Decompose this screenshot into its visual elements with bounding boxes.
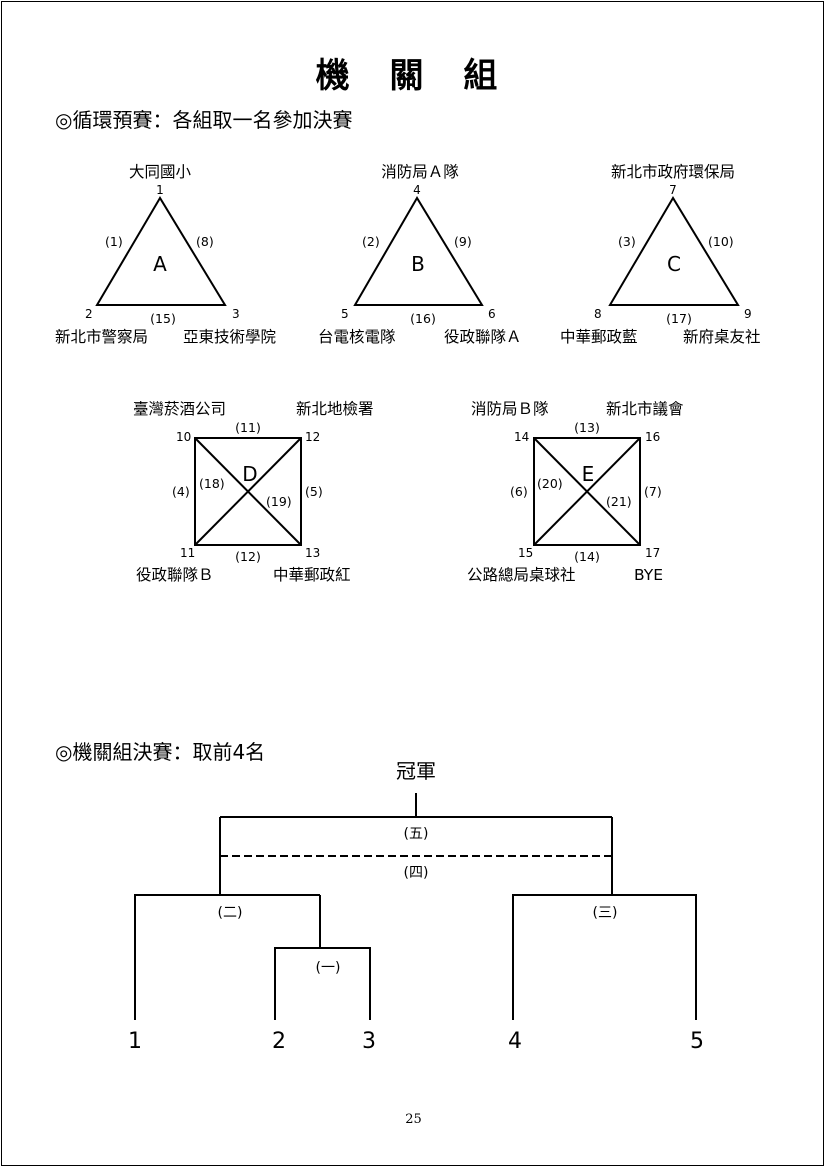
group-d-num-13: 13 (305, 546, 320, 560)
group-a-team-1: 大同國小 (129, 163, 192, 181)
group-b-num-4: 4 (413, 183, 421, 197)
group-c-label: C (667, 252, 681, 276)
group-d-label: D (242, 462, 257, 486)
group-e-match-20: (20) (537, 476, 563, 491)
group-c-match-10: (10) (708, 234, 734, 249)
group-a-team-2: 新北市警察局 (55, 328, 148, 346)
group-b-team-5: 台電核電隊 (318, 328, 396, 346)
group-e-team-17: BYE (634, 566, 663, 584)
group-e-team-16: 新北市議會 (606, 400, 684, 418)
round-5-label: (五) (404, 826, 429, 842)
group-d-match-12: (12) (235, 549, 261, 564)
group-e-match-6: (6) (510, 484, 528, 499)
group-e-diagonal-2 (533, 437, 641, 546)
round-3-label: (三) (593, 905, 618, 921)
group-c-match-17: (17) (666, 311, 692, 326)
group-e-square (533, 437, 641, 546)
group-b-label: B (411, 252, 425, 276)
group-b-team-4: 消防局Ａ隊 (381, 163, 459, 181)
group-c-match-3: (3) (618, 234, 636, 249)
final-heading: ◎機關組決賽：取前4名 (55, 740, 266, 764)
group-e-match-14: (14) (574, 549, 600, 564)
group-a-triangle (95, 196, 227, 306)
group-c-team-7: 新北市政府環保局 (611, 163, 735, 181)
group-a-team-3: 亞東技術學院 (183, 327, 276, 346)
group-e-team-14: 消防局Ｂ隊 (471, 400, 549, 418)
group-c-num-7: 7 (669, 183, 677, 197)
group-c-num-9: 9 (744, 307, 752, 321)
group-e-num-16: 16 (645, 430, 660, 444)
group-e-num-17: 17 (645, 546, 660, 560)
prelim-heading: ◎循環預賽：各組取一名參加決賽 (55, 108, 353, 132)
group-c-team-8: 中華郵政藍 (560, 328, 638, 346)
group-a-match-8: (8) (196, 234, 214, 249)
group-d-num-12: 12 (305, 430, 320, 444)
group-d-match-11: (11) (235, 420, 261, 435)
group-d-square (194, 437, 302, 546)
group-d-match-4: (4) (172, 484, 190, 499)
group-d-num-11: 11 (180, 546, 195, 560)
page-title: 機 關 組 (315, 56, 512, 96)
group-e-match-21: (21) (606, 494, 632, 509)
group-d-match-18: (18) (199, 476, 225, 491)
group-d-num-10: 10 (176, 430, 191, 444)
round-1-label: (一) (316, 960, 341, 976)
group-a-match-1: (1) (105, 234, 123, 249)
final-bracket (134, 793, 697, 1020)
group-b-team-6: 役政聯隊Ａ (444, 328, 522, 346)
bracket-seed-5: 5 (690, 1029, 704, 1054)
group-e-match-7: (7) (644, 484, 662, 499)
group-c-team-9: 新府桌友社 (683, 328, 761, 346)
bracket-seed-4: 4 (508, 1029, 522, 1054)
champion-label: 冠軍 (396, 759, 436, 783)
bracket-seed-2: 2 (272, 1029, 286, 1054)
group-e-num-15: 15 (518, 546, 533, 560)
group-d-team-12: 新北地檢署 (296, 400, 374, 418)
group-d-match-19: (19) (266, 494, 292, 509)
group-e-team-15: 公路總局桌球社 (467, 566, 576, 584)
round-4-label: (四) (404, 865, 429, 881)
group-d-diagonal-2 (194, 437, 302, 546)
group-c-triangle (608, 196, 740, 306)
bracket-seed-3: 3 (362, 1029, 376, 1054)
group-b-match-16: (16) (410, 311, 436, 326)
round-2-label: (二) (218, 905, 243, 921)
group-e-match-13: (13) (574, 420, 600, 435)
group-a-label: A (153, 252, 167, 276)
group-d-match-5: (5) (305, 484, 323, 499)
group-c-num-8: 8 (594, 307, 602, 321)
group-d-team-13: 中華郵政紅 (273, 566, 351, 584)
group-a-num-3: 3 (232, 307, 240, 321)
page-number: 25 (405, 1112, 422, 1127)
group-e-label: E (582, 462, 595, 486)
group-b-num-6: 6 (488, 307, 496, 321)
bracket-seed-1: 1 (128, 1029, 142, 1054)
group-a-num-2: 2 (85, 307, 93, 321)
group-a-match-15: (15) (150, 311, 176, 326)
group-a-num-1: 1 (156, 183, 164, 197)
group-b-num-5: 5 (341, 307, 349, 321)
group-b-match-9: (9) (454, 234, 472, 249)
group-b-match-2: (2) (362, 234, 380, 249)
group-e-num-14: 14 (514, 430, 529, 444)
group-d-team-11: 役政聯隊Ｂ (136, 566, 214, 584)
group-d-team-10: 臺灣菸酒公司 (133, 400, 226, 418)
group-b-triangle (353, 196, 484, 306)
